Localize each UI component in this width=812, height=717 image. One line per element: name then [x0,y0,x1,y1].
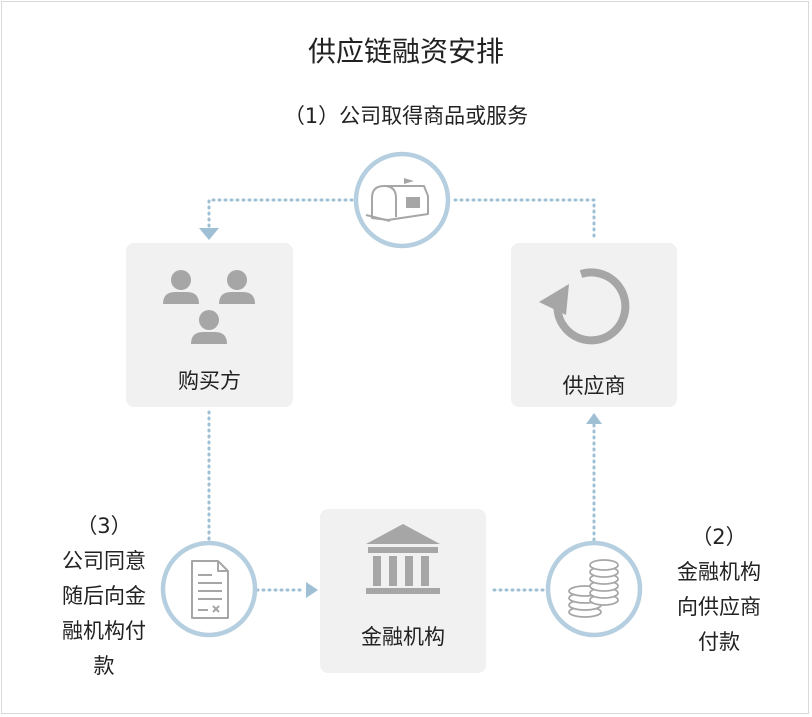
bank-icon [366,524,440,594]
step-3-line: 款 [93,654,115,678]
bank-label: 金融机构 [361,625,445,649]
flow-connectors [207,198,596,592]
step-3-line: 融机构付 [62,619,146,643]
step-3-number: （3） [76,514,132,538]
step-2-line: 付款 [698,630,740,654]
arrowhead-to-bank [306,582,318,598]
buyer-label: 购买方 [178,369,241,393]
supplier-label: 供应商 [562,374,626,398]
step-3-line: 随后向金 [62,584,146,608]
step-3-line: 公司同意 [62,549,146,573]
step-circles [160,151,643,638]
step-3-note: （3） 公司同意 随后向金 融机构付 款 [44,509,164,684]
step-2-line: 向供应商 [677,595,761,619]
connector-supplier-to-mailbox [450,198,596,238]
arrowhead-to-supplier [586,413,602,424]
diagram-title: 供应链融资安排 [307,35,504,68]
step-2-line: 金融机构 [677,560,761,584]
mailbox-icon [365,178,429,222]
flow-arrowheads [199,228,602,598]
step-2-number: （2） [691,525,747,549]
users-icon [163,270,255,344]
step-2-note: （2） 金融机构 向供应商 付款 [654,520,784,660]
coins-icon [568,559,619,618]
document-icon [191,560,229,619]
arrowhead-to-buyer [199,228,219,240]
connector-mailbox-to-buyer [207,198,354,228]
refresh-icon [539,268,630,345]
step-1-label: （1）公司取得商品或服务 [283,104,529,128]
